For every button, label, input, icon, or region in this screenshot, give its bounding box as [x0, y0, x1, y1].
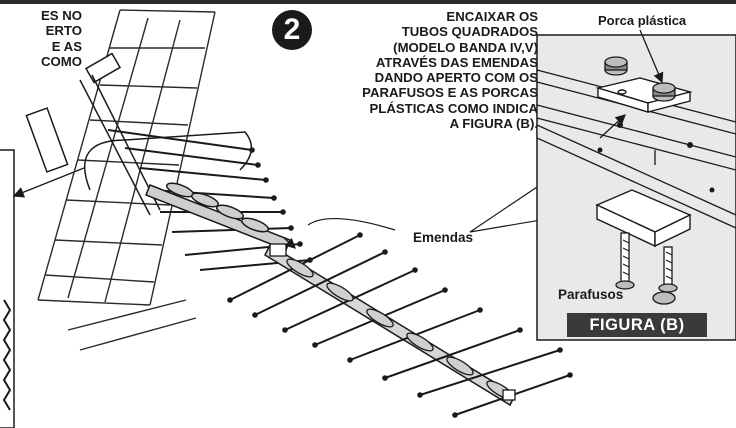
left-detail-panel [0, 149, 15, 428]
parafusos-label: Parafusos [558, 287, 624, 302]
left-text-line: COMO [40, 53, 82, 69]
reflector-grid [37, 9, 216, 351]
upper-dipole-tips [249, 147, 313, 263]
emendas-label: Emendas [413, 230, 474, 245]
left-text-line: ERTO [45, 23, 82, 39]
step-text-line: PLÁSTICAS COMO INDICA [369, 100, 538, 116]
emendas-pointer-arrow [283, 237, 296, 249]
step-text-line: A FIGURA (B). [449, 116, 538, 132]
step-number-badge: 2 [272, 10, 312, 50]
figure-b-detail [536, 29, 736, 341]
lower-boom [227, 232, 573, 418]
porca-plastica-label: Porca plástica [598, 13, 687, 28]
left-instruction-text: ES NO ERTO E AS COMO [0, 8, 82, 69]
left-text-line: ES NO [40, 8, 82, 23]
step-instruction-text: ENCAIXAR OS TUBOS QUADRADOS (MODELO BAND… [244, 9, 538, 131]
left-pointer-arrow [12, 167, 85, 198]
step-text-line: PARAFUSOS E AS PORCAS [362, 85, 538, 101]
step-text-line: ENCAIXAR OS [446, 9, 538, 24]
porca-pointer-arrow [639, 29, 664, 84]
upper-boom [145, 182, 291, 251]
step-text-line: (MODELO BANDA IV,V) [393, 39, 538, 55]
emendas-curve-line [307, 218, 396, 231]
step-text-line: DANDO APERTO COM OS [374, 70, 538, 86]
figura-b-caption: FIGURA (B) [567, 313, 707, 337]
step-text-line: ATRAVÉS DAS EMENDAS [375, 54, 538, 70]
left-text-line: E AS [51, 38, 82, 54]
step-text-line: TUBOS QUADRADOS [401, 24, 538, 40]
top-border [0, 0, 736, 4]
